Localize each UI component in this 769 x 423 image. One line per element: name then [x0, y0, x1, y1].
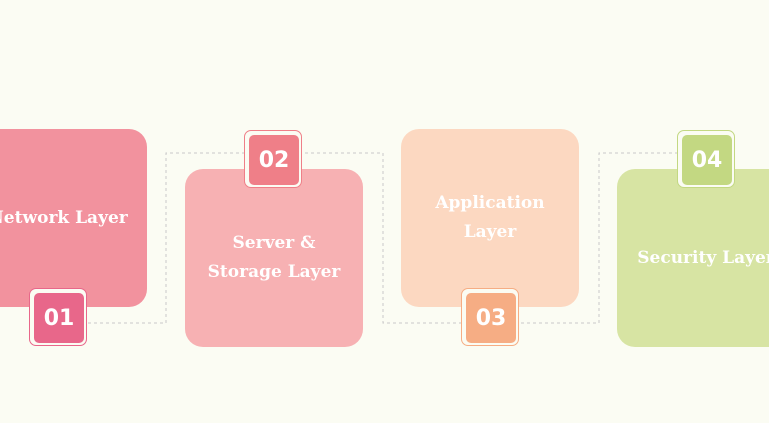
step-badge-frame: 02: [244, 130, 302, 188]
step-number-badge: 01: [34, 293, 84, 343]
step-number-badge: 03: [466, 293, 516, 343]
step-card-application: Application Layer: [401, 129, 579, 307]
step-label: Network Layer: [0, 207, 128, 228]
step-number-badge: 04: [682, 135, 732, 185]
step-label: Security Layer: [637, 247, 769, 268]
step-badge-frame: 03: [461, 288, 519, 346]
step-badge-frame: 01: [29, 288, 87, 346]
step-card-security: Security Layer: [617, 169, 769, 347]
step-label: Application Layer: [435, 193, 545, 242]
step-badge-frame: 04: [677, 130, 735, 188]
step-label: Server & Storage Layer: [207, 233, 341, 282]
step-card-server-storage: Server & Storage Layer: [185, 169, 363, 347]
step-card-network: Network Layer: [0, 129, 147, 307]
step-number-badge: 02: [249, 135, 299, 185]
